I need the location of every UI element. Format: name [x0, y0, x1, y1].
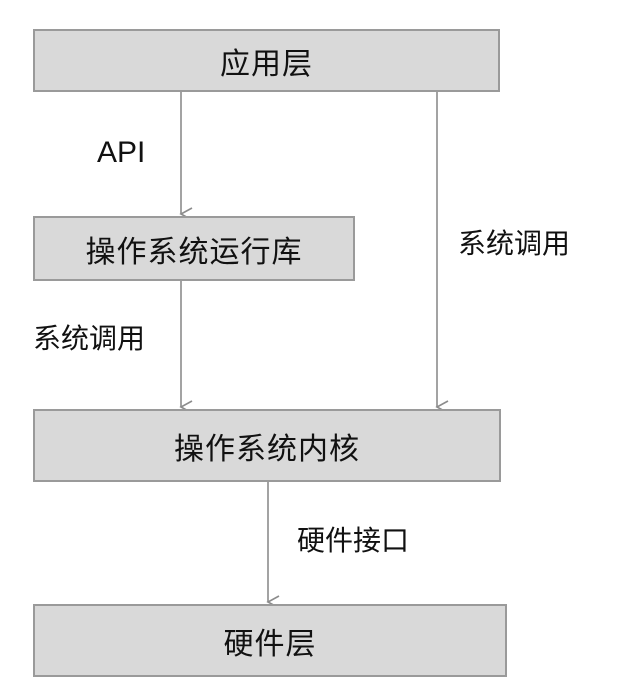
os-runtime-library-label: 操作系统运行库	[85, 234, 303, 270]
os-kernel-box: 操作系统内核	[33, 409, 501, 482]
application-layer-label: 应用层	[220, 46, 313, 82]
os-kernel-label: 操作系统内核	[174, 431, 360, 467]
api-edge-label: API	[97, 136, 146, 169]
hardware-interface-edge-label: 硬件接口	[297, 524, 410, 557]
runtime-syscall-edge-label: 系统调用	[33, 322, 146, 355]
app-syscall-edge-label: 系统调用	[458, 227, 571, 260]
os-runtime-library-box: 操作系统运行库	[33, 216, 355, 281]
application-layer-box: 应用层	[33, 29, 500, 92]
hardware-layer-box: 硬件层	[33, 604, 507, 677]
hardware-layer-label: 硬件层	[223, 626, 317, 662]
